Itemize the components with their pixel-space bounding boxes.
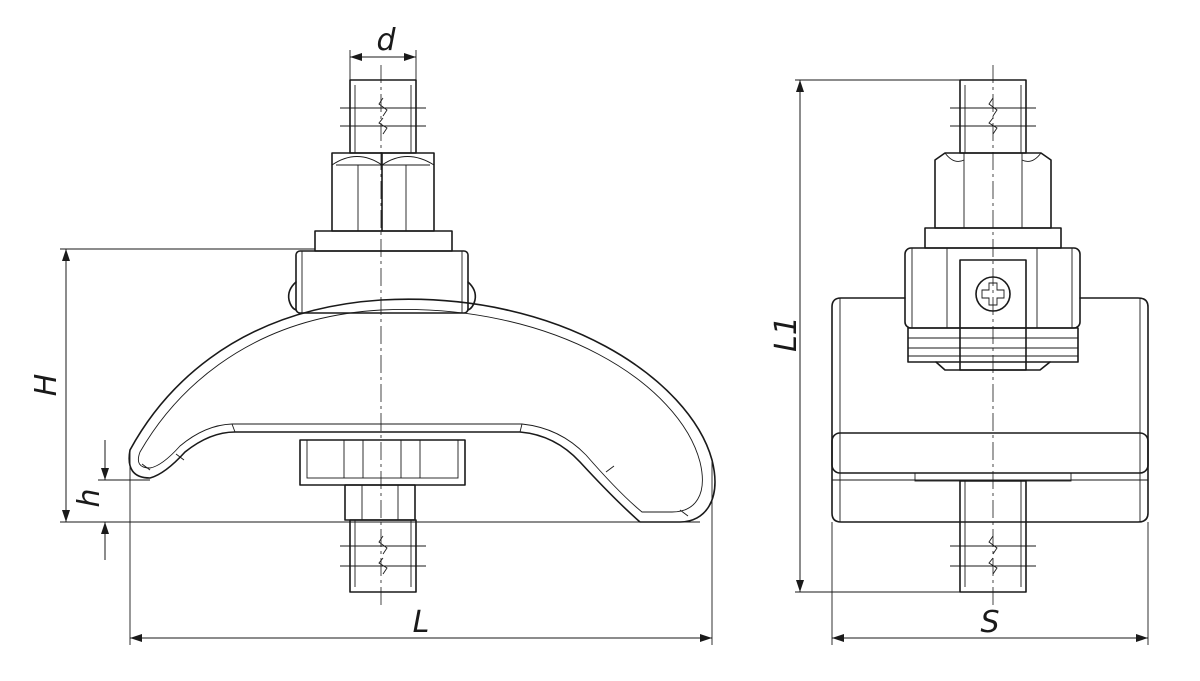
dimension-H: H	[29, 248, 700, 523]
label-d: d	[376, 23, 396, 58]
label-S: S	[980, 605, 999, 640]
label-H: H	[29, 374, 64, 397]
front-washer	[314, 230, 453, 252]
front-hex-nut	[331, 152, 435, 232]
dimension-L: L	[129, 452, 713, 645]
front-lower-nut	[299, 439, 466, 486]
front-view	[128, 65, 716, 605]
front-bottom-stud	[340, 484, 426, 593]
dimension-L1: L1	[769, 79, 960, 593]
dimension-h: h	[72, 440, 150, 560]
label-L: L	[413, 605, 430, 640]
dimension-S: S	[831, 522, 1149, 645]
front-clamp-block	[287, 250, 477, 314]
dimension-d: d	[349, 23, 417, 80]
label-L1: L1	[769, 316, 804, 352]
label-h: h	[72, 488, 107, 507]
side-clamp-body	[904, 247, 1081, 371]
front-arch-plate	[128, 298, 716, 523]
front-top-stud	[340, 79, 426, 154]
side-view	[831, 65, 1149, 605]
side-rail-block	[831, 297, 1149, 523]
